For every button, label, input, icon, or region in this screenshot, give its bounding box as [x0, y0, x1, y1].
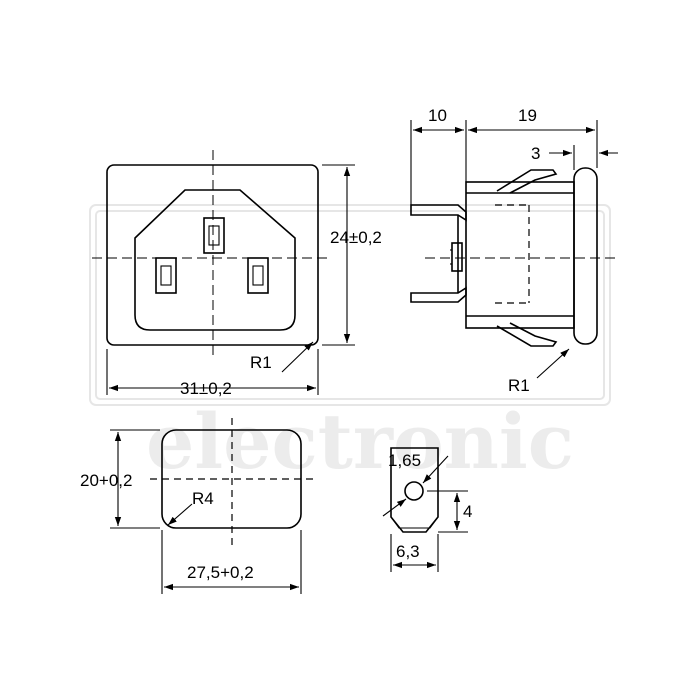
- top-latch: [496, 169, 558, 194]
- side-front-label: 19: [518, 106, 537, 125]
- live-pin: [155, 257, 177, 294]
- front-radius-label: R1: [250, 353, 272, 372]
- cutout-radius-label: R4: [192, 489, 214, 508]
- terminal-height-label: 4: [463, 502, 472, 521]
- earth-pin: [203, 217, 225, 254]
- side-flange: [573, 167, 598, 345]
- side-radius-label: R1: [508, 376, 530, 395]
- cutout-height-label: 20+0,2: [80, 471, 132, 490]
- middle-terminal: [451, 242, 463, 272]
- front-view: 24±0,2 31±0,2 R1: [92, 150, 382, 398]
- side-body: [465, 181, 575, 329]
- front-width-label: 31±0,2: [180, 379, 232, 398]
- terminal-detail: 1,65 4 6,3: [382, 447, 472, 572]
- side-flange-label: 3: [531, 144, 540, 163]
- terminal-hole-label: 1,65: [388, 451, 421, 470]
- watermark-text: electronic: [146, 397, 574, 486]
- terminal-hole: [404, 481, 424, 501]
- neutral-pin: [247, 257, 269, 294]
- cutout-width-label: 27,5+0,2: [187, 563, 254, 582]
- side-rear-label: 10: [428, 106, 447, 125]
- terminal-width-label: 6,3: [396, 542, 420, 561]
- bottom-latch: [496, 322, 558, 347]
- front-height-label: 24±0,2: [330, 228, 382, 247]
- side-view: 10 19 3 R1: [410, 106, 618, 395]
- socket-outline: [134, 189, 296, 331]
- panel-cutout: 20+0,2 27,5+0,2 R4: [80, 418, 313, 594]
- bottom-terminal: [410, 286, 467, 303]
- top-terminal: [410, 204, 467, 222]
